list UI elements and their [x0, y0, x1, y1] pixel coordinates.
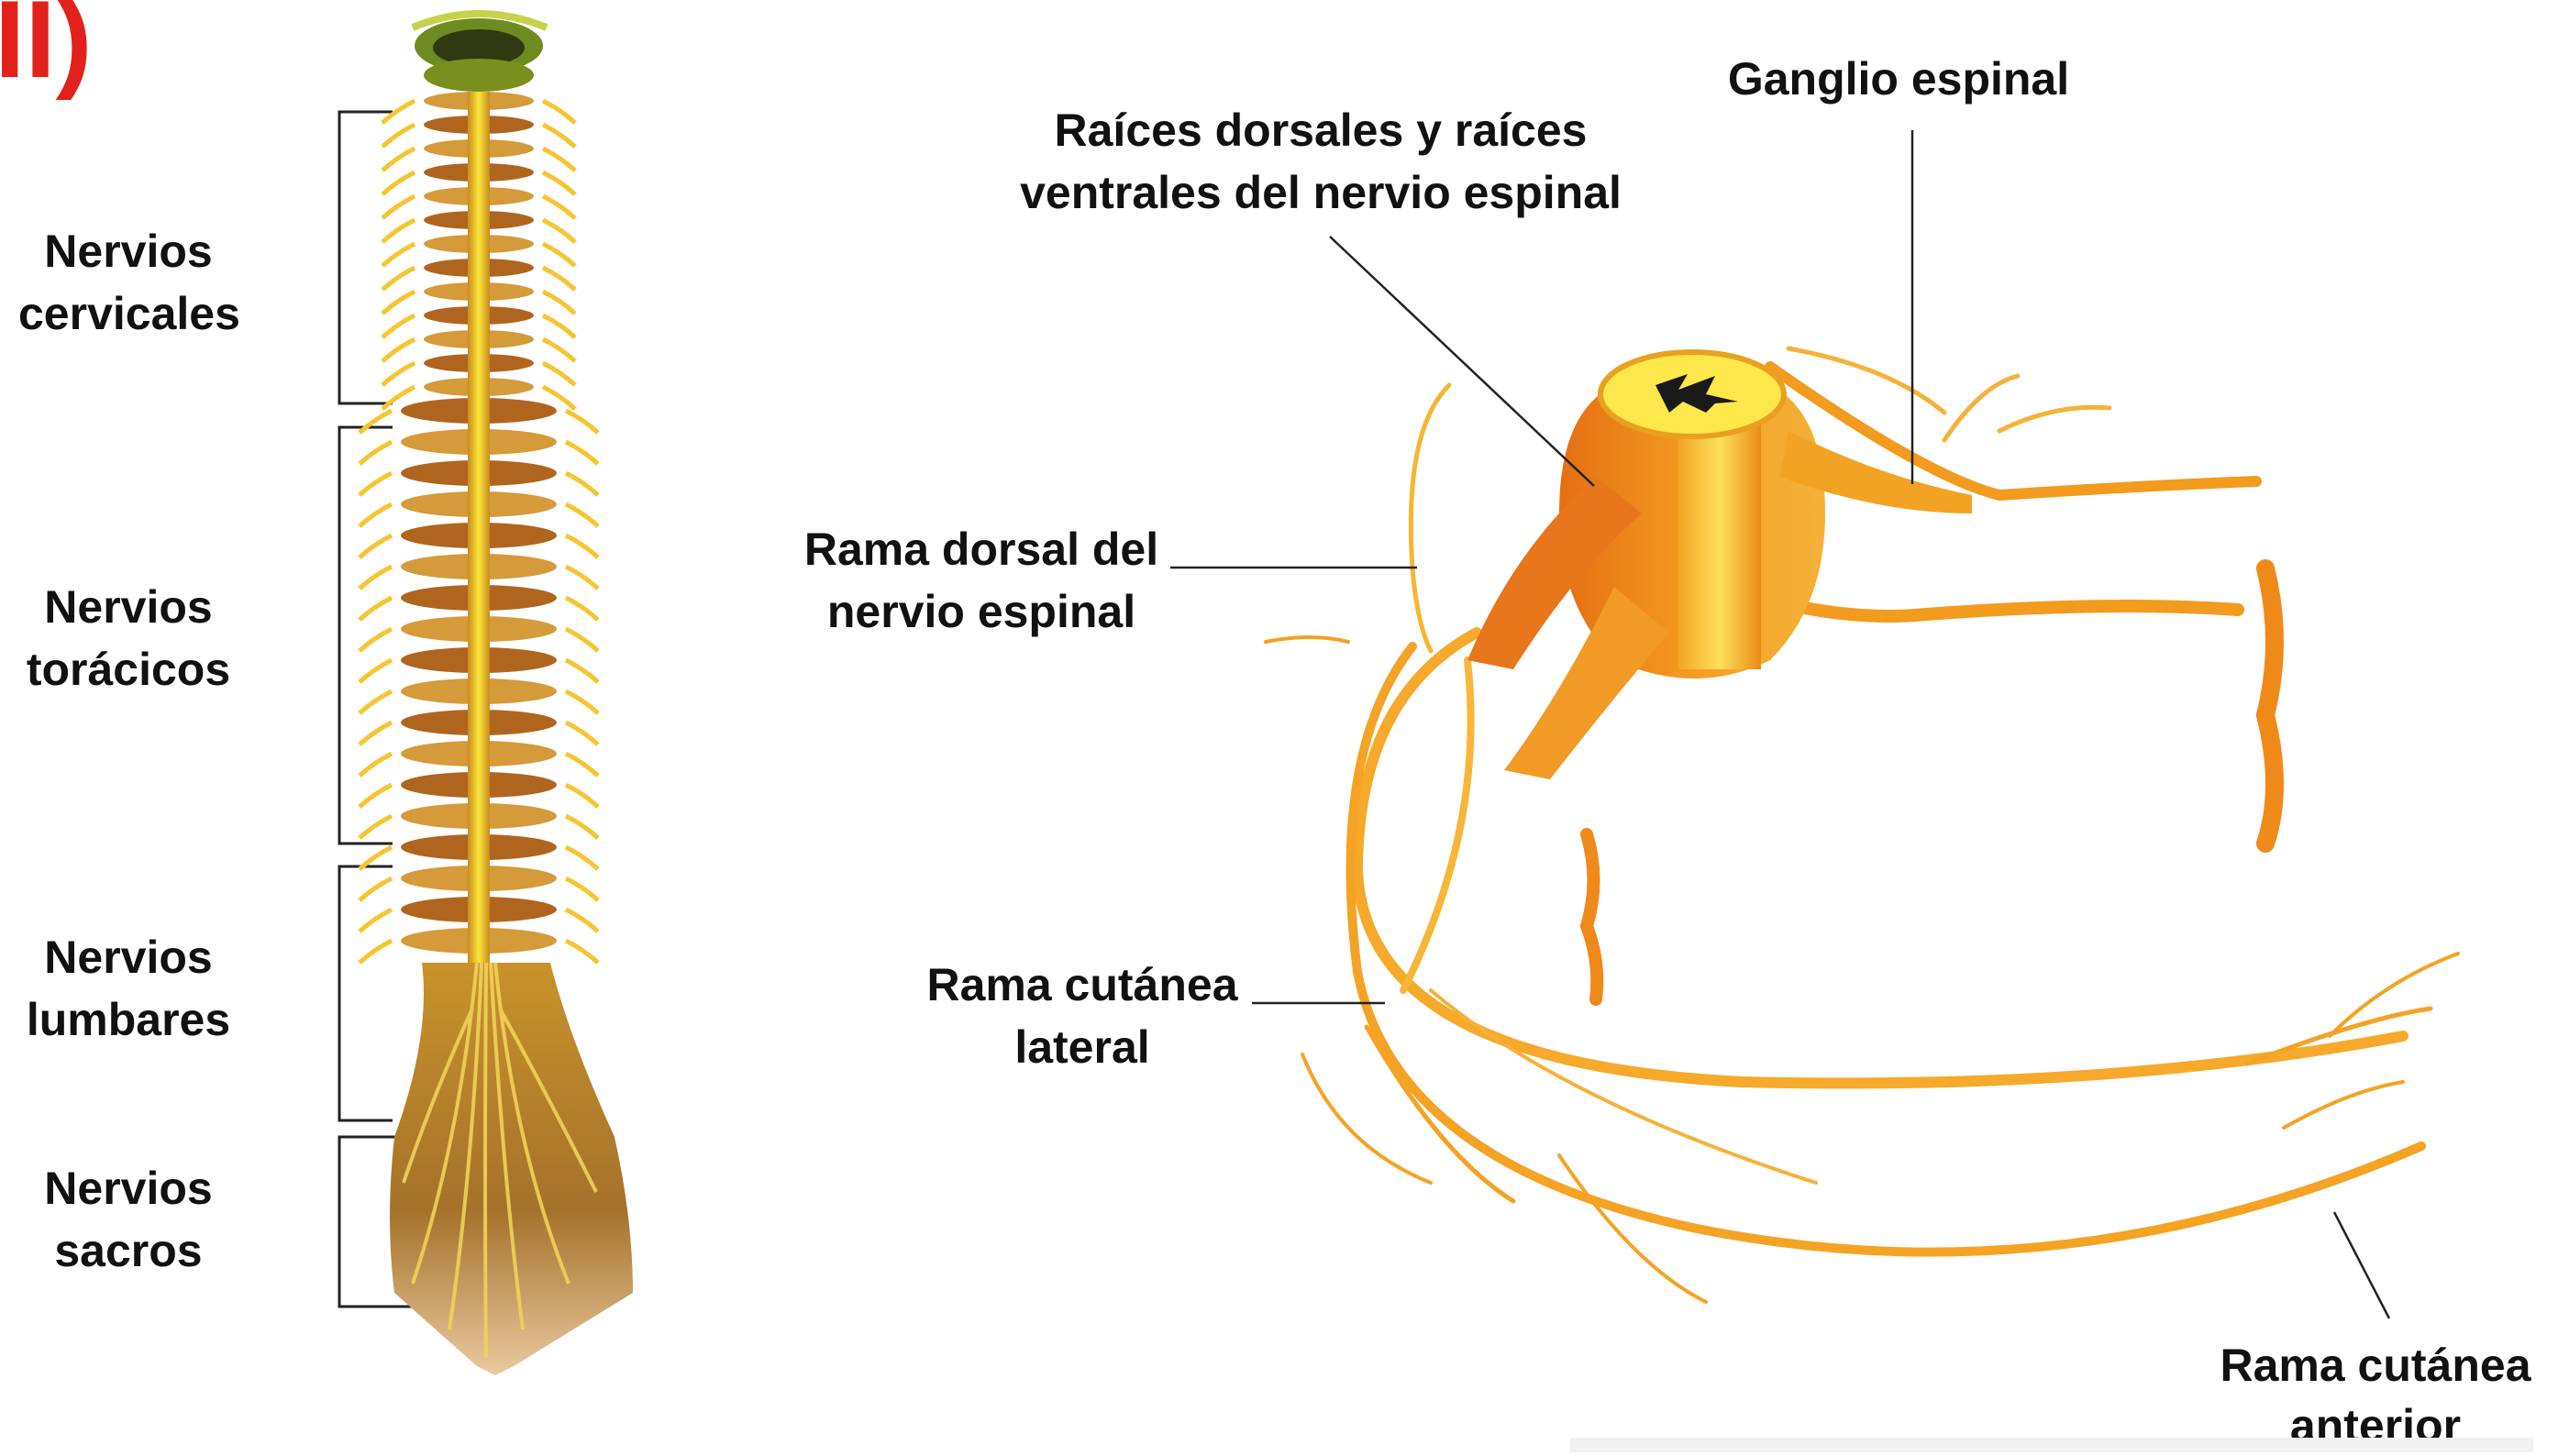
bracket-lumbar: [339, 866, 393, 1120]
small-segment: [1587, 834, 1597, 999]
spinal-cord: [468, 92, 490, 972]
leader-lines: [1170, 130, 2389, 1318]
nerve-arcs: [1266, 385, 2458, 1302]
cord-pillar: [1678, 403, 1761, 669]
cauda-equina: [390, 963, 633, 1375]
upper-twigs: [1788, 348, 2109, 440]
spinal-nerve-diagram: [1266, 348, 2458, 1302]
leader-roots: [1330, 237, 1594, 486]
leader-anterior-branch: [2334, 1212, 2389, 1318]
sympathetic-segment: [2265, 568, 2275, 844]
skull-base: [413, 14, 547, 92]
